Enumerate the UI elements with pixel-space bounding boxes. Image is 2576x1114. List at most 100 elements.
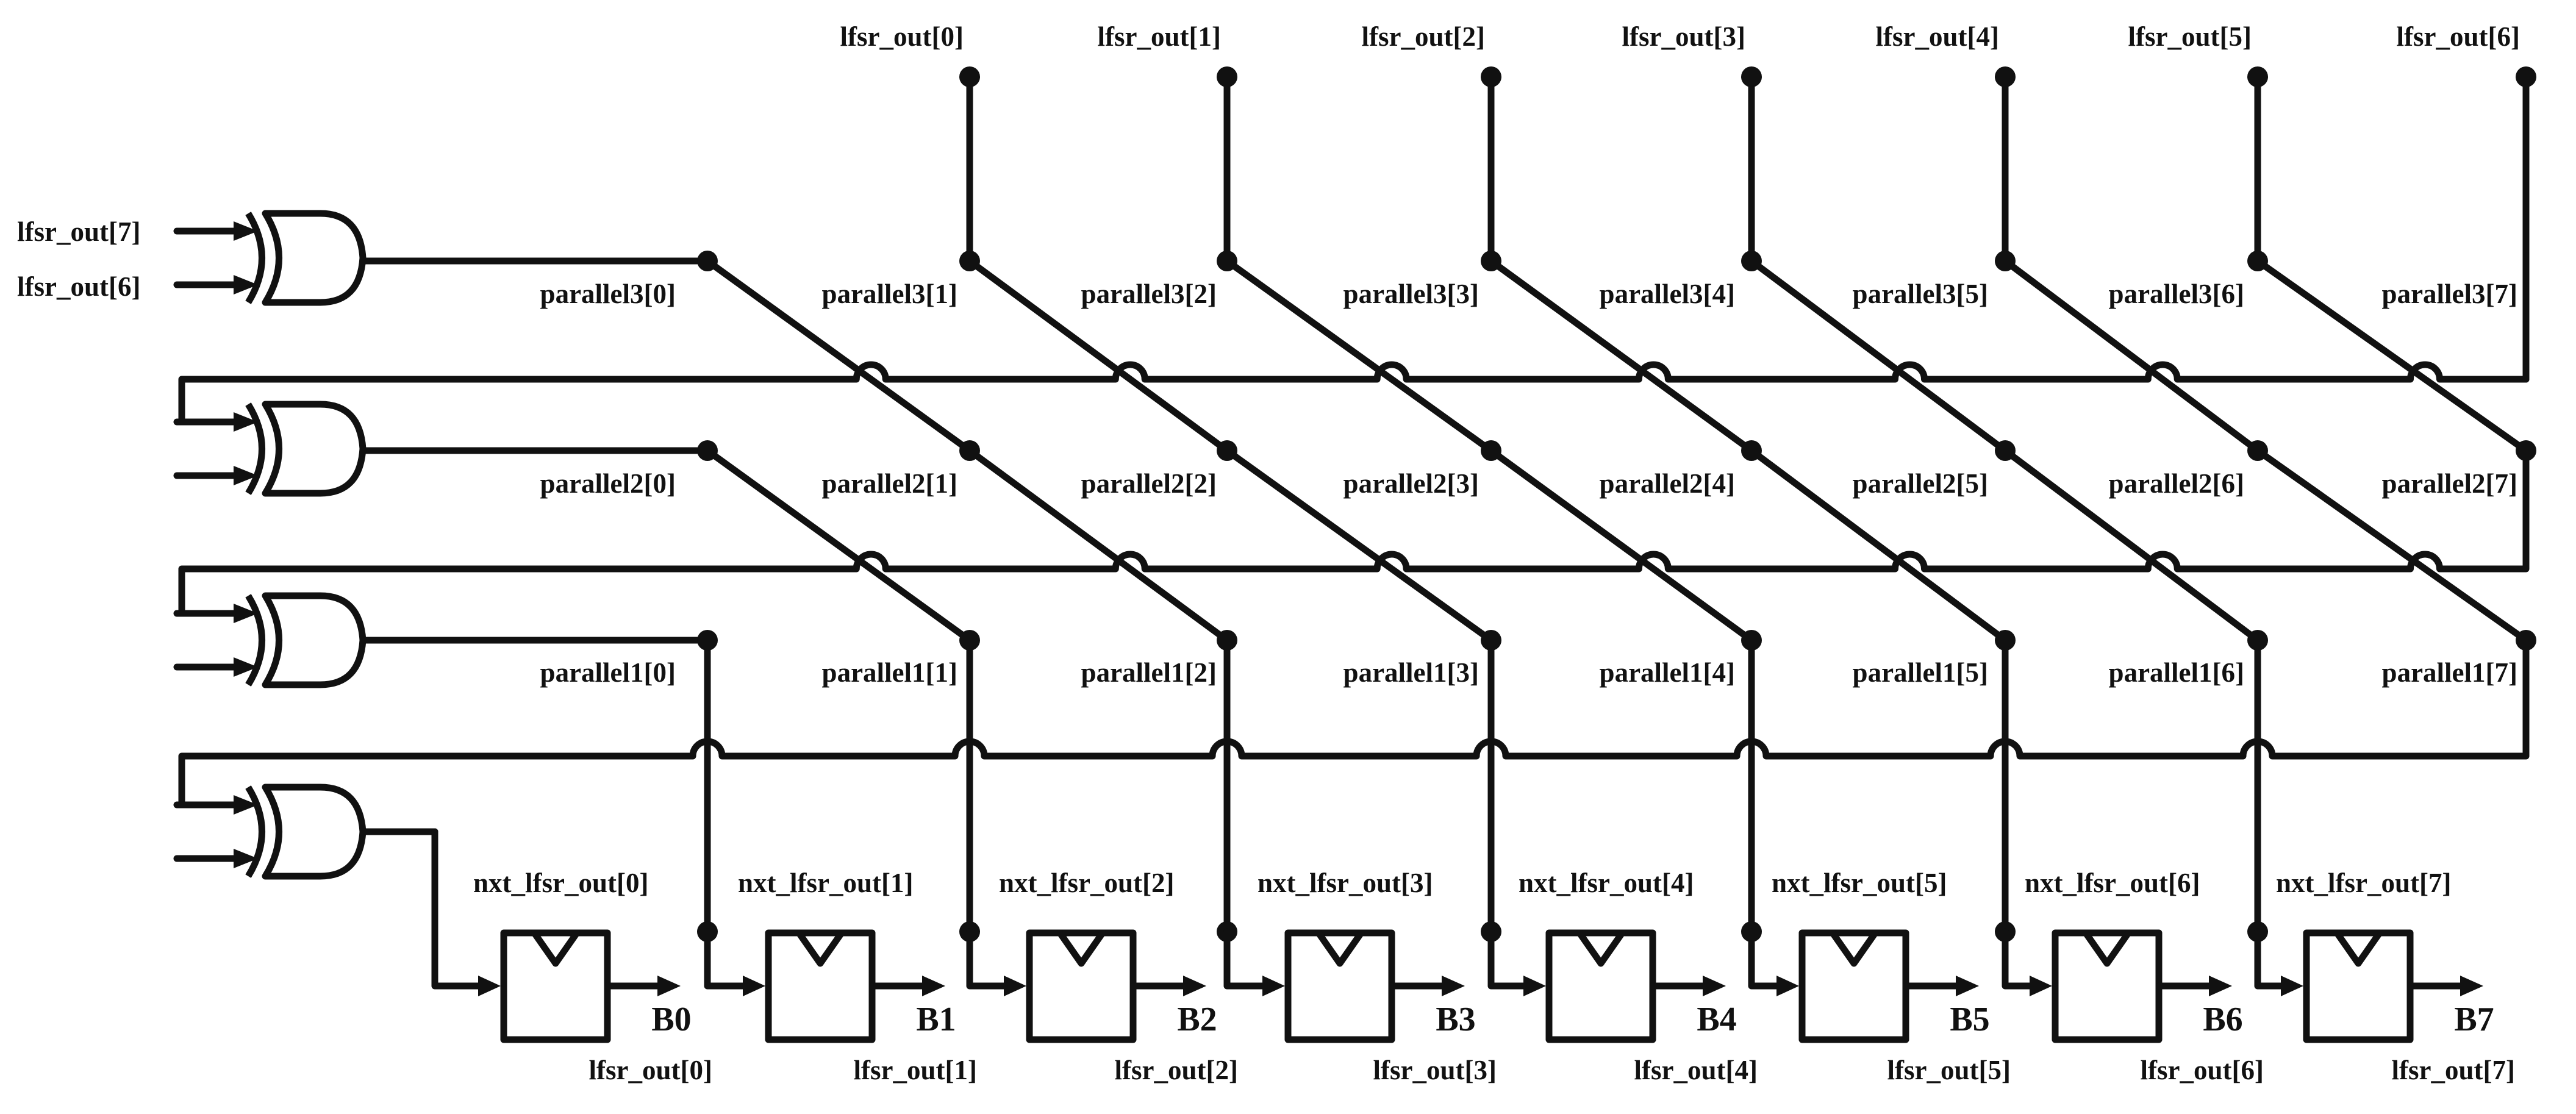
flip-flop-label: B7 [2454, 1001, 2494, 1038]
parallel1-dot [1217, 630, 1237, 651]
parallel1-label: parallel1[6] [2109, 657, 2244, 688]
parallel2-label: parallel2[0] [540, 468, 676, 499]
top-tap-dot [1217, 66, 1237, 87]
junction-dots [697, 66, 2536, 942]
arrow-head-icon [1183, 976, 1206, 996]
xor-gate-3 [173, 784, 367, 880]
diag-2to1 [1748, 447, 2009, 644]
parallel3-label: parallel3[2] [1081, 279, 1217, 309]
arrow-head-icon [1262, 976, 1285, 996]
diag-3to2 [1487, 257, 1755, 454]
xor-gate-0 [173, 210, 367, 306]
parallel1-dot [2516, 630, 2536, 651]
bottom-label: lfsr_out[0] [589, 1055, 712, 1085]
feedback-bus-2 [178, 447, 2530, 617]
nxt-label: nxt_lfsr_out[5] [1772, 868, 1947, 898]
xor-gate-2 [173, 592, 367, 688]
diag-3to2 [1748, 257, 2009, 454]
parallel2-dot [1741, 440, 1762, 461]
arrow-head-icon [234, 604, 258, 623]
parallel1-dot [2247, 630, 2268, 651]
diag-2to1 [2002, 447, 2261, 644]
diag-3to2 [2254, 257, 2530, 454]
top-tap-dot [1995, 66, 2016, 87]
top-label: lfsr_out[4] [1876, 21, 1999, 52]
arrow-head-icon [234, 466, 258, 485]
feedback-bus-3 [178, 252, 2530, 426]
arrow-head-icon [234, 221, 258, 241]
arrow-head-icon [2281, 976, 2303, 996]
arrow-head-icon [478, 976, 501, 996]
xor-gate-1 [173, 401, 367, 497]
top-tap-dot [959, 66, 980, 87]
parallel3-label: parallel3[0] [540, 279, 676, 309]
arrow-head-icon [1523, 976, 1546, 996]
arrow-head-icon [743, 976, 765, 996]
flip-flop-0 [431, 828, 681, 1043]
wires [178, 73, 2530, 935]
arrow-head-icon [234, 275, 258, 295]
flip-flop-2 [966, 928, 1206, 1043]
arrow-head-icon [1956, 976, 1979, 996]
parallel1-dot [959, 630, 980, 651]
bottom-label: lfsr_out[7] [2392, 1055, 2515, 1085]
parallel3-dot [2247, 251, 2268, 271]
diag-2to1 [2254, 447, 2530, 644]
arrow-head-icon [234, 412, 258, 432]
parallel1-label: parallel1[7] [2382, 657, 2517, 688]
nxt-label: nxt_lfsr_out[7] [2276, 868, 2451, 898]
nxt-label: nxt_lfsr_out[6] [2025, 868, 2200, 898]
top-label: lfsr_out[6] [2397, 21, 2520, 52]
flip-flop-label: B5 [1950, 1001, 1989, 1038]
arrow-head-icon [1004, 976, 1026, 996]
parallel3-label: parallel3[5] [1853, 279, 1988, 309]
parallel1-label: parallel1[4] [1600, 657, 1735, 688]
nxt-label: nxt_lfsr_out[4] [1519, 868, 1694, 898]
parallel2-label: parallel2[4] [1600, 468, 1735, 499]
parallel2-label: parallel2[2] [1081, 468, 1217, 499]
diag-3to2 [1223, 257, 1495, 454]
arrow-head-icon [234, 657, 258, 677]
parallel2-label: parallel2[1] [822, 468, 957, 499]
flip-flop-5 [1748, 928, 1979, 1043]
parallel2-label: parallel2[7] [2382, 468, 2517, 499]
parallel3-dot [1481, 251, 1501, 271]
clock-triangle-icon [1829, 929, 1879, 967]
clock-triangle-icon [1576, 929, 1626, 967]
flip-flop-label: B6 [2203, 1001, 2242, 1038]
arrow-head-icon [1442, 976, 1465, 996]
arrow-head-icon [234, 795, 258, 815]
diag-2to1 [1223, 447, 1495, 644]
parallel2-dot [959, 440, 980, 461]
nxt-label: nxt_lfsr_out[2] [999, 868, 1174, 898]
flip-flop-label: B2 [1177, 1001, 1217, 1038]
top-tap-dot [2516, 66, 2536, 87]
top-label: lfsr_out[3] [1622, 21, 1745, 52]
parallel2-label: parallel2[6] [2109, 468, 2244, 499]
xor-gates [173, 210, 367, 880]
clock-triangle-icon [2333, 929, 2383, 967]
bottom-label: lfsr_out[1] [854, 1055, 977, 1085]
parallel3-dot [697, 251, 718, 271]
flip-flop-3 [1223, 928, 1465, 1043]
parallel2-dot [1217, 440, 1237, 461]
diag-3to2 [704, 257, 973, 454]
arrow-head-icon [657, 976, 681, 996]
xor-input-label: lfsr_out[7] [17, 216, 140, 247]
parallel2-dot [2516, 440, 2536, 461]
clock-triangle-icon [1315, 929, 1365, 967]
parallel2-label: parallel2[3] [1343, 468, 1479, 499]
parallel2-dot [2247, 440, 2268, 461]
top-label: lfsr_out[1] [1098, 21, 1221, 52]
parallel3-label: parallel3[6] [2109, 279, 2244, 309]
top-tap-dot [1481, 66, 1501, 87]
parallel1-label: parallel1[5] [1853, 657, 1988, 688]
parallel1-dot [1481, 630, 1501, 651]
flip-flop-4 [1487, 928, 1726, 1043]
clock-triangle-icon [1056, 929, 1106, 967]
parallel3-dot [959, 251, 980, 271]
top-label: lfsr_out[0] [840, 21, 964, 52]
xor-input-label: lfsr_out[6] [17, 271, 140, 302]
parallel3-label: parallel3[1] [822, 279, 957, 309]
